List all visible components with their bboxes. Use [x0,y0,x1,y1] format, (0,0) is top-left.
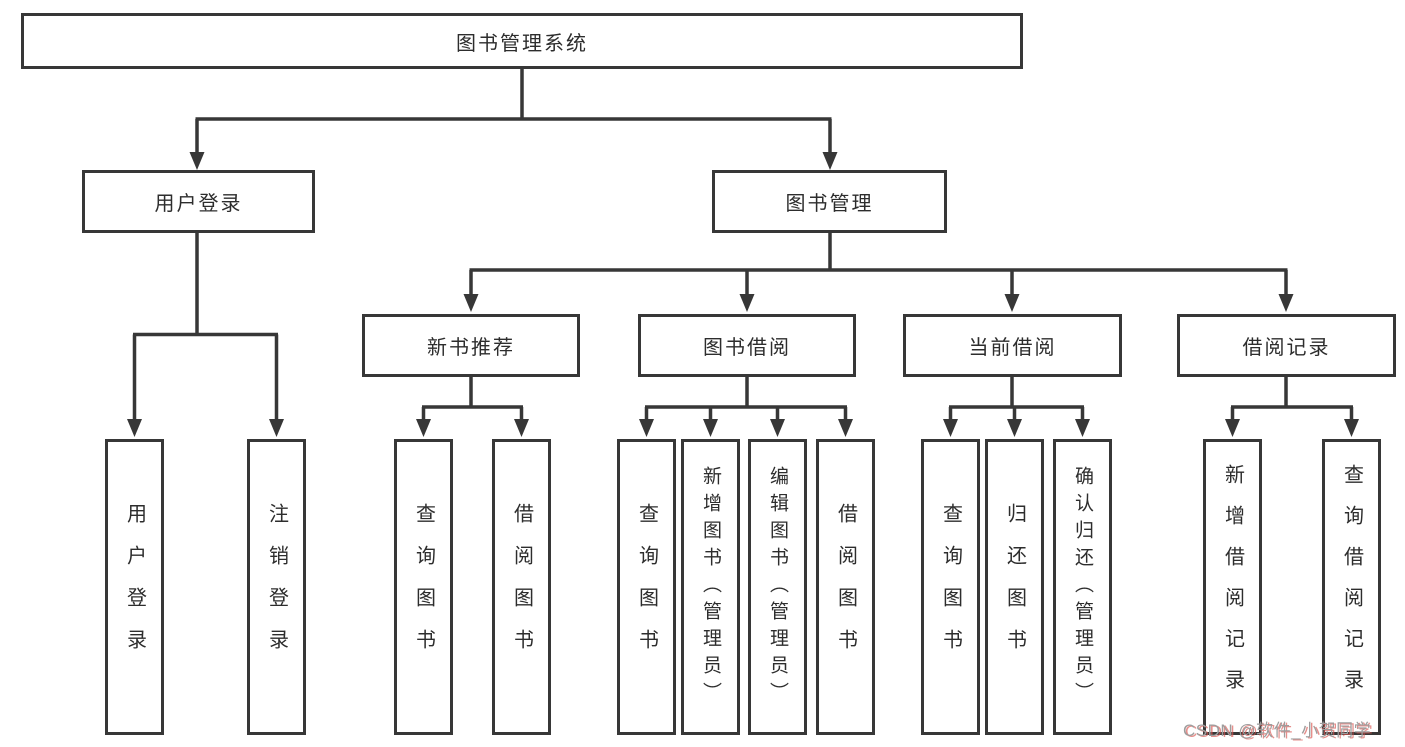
leaf-query-books-borrowing: 查询图书 [617,439,676,735]
leaf-label: 编辑图书（管理员） [767,465,788,709]
node-book-management: 图书管理 [712,170,947,233]
csdn-watermark: CSDN @软件_小贺同学 [1183,721,1372,740]
leaf-label: 查询图书 [635,503,658,671]
leaf-label: 确认归还（管理员） [1072,465,1093,709]
leaf-label: 新增图书（管理员） [700,465,721,709]
leaf-query-borrow-record: 查询借阅记录 [1322,439,1381,735]
arrowhead-icons [127,152,1359,437]
leaf-logout-login: 注销登录 [247,439,306,735]
leaf-label: 查询图书 [939,503,962,671]
leaf-borrow-books-recommendation: 借阅图书 [492,439,551,735]
leaf-label: 查询图书 [412,503,435,671]
leaf-label: 归还图书 [1003,503,1026,671]
leaf-label: 借阅图书 [510,503,533,671]
leaf-confirm-return-admin: 确认归还（管理员） [1053,439,1112,735]
leaf-add-books-admin: 新增图书（管理员） [681,439,740,735]
leaf-query-books-recommendation: 查询图书 [394,439,453,735]
leaf-query-books-current: 查询图书 [921,439,980,735]
leaf-label: 注销登录 [265,503,288,671]
leaf-label: 查询借阅记录 [1340,464,1363,710]
leaf-edit-books-admin: 编辑图书（管理员） [748,439,807,735]
node-library-system: 图书管理系统 [21,13,1023,69]
node-borrowing-records: 借阅记录 [1177,314,1396,377]
node-new-book-recommendation: 新书推荐 [362,314,580,377]
leaf-user-login: 用户登录 [105,439,164,735]
leaf-borrow-books-borrowing: 借阅图书 [816,439,875,735]
node-current-borrowing: 当前借阅 [903,314,1122,377]
leaf-label: 新增借阅记录 [1221,464,1244,710]
node-user-login: 用户登录 [82,170,315,233]
leaf-label: 借阅图书 [834,503,857,671]
leaf-return-books: 归还图书 [985,439,1044,735]
node-book-borrowing: 图书借阅 [638,314,856,377]
leaf-add-borrow-record: 新增借阅记录 [1203,439,1262,735]
leaf-label: 用户登录 [123,503,146,671]
